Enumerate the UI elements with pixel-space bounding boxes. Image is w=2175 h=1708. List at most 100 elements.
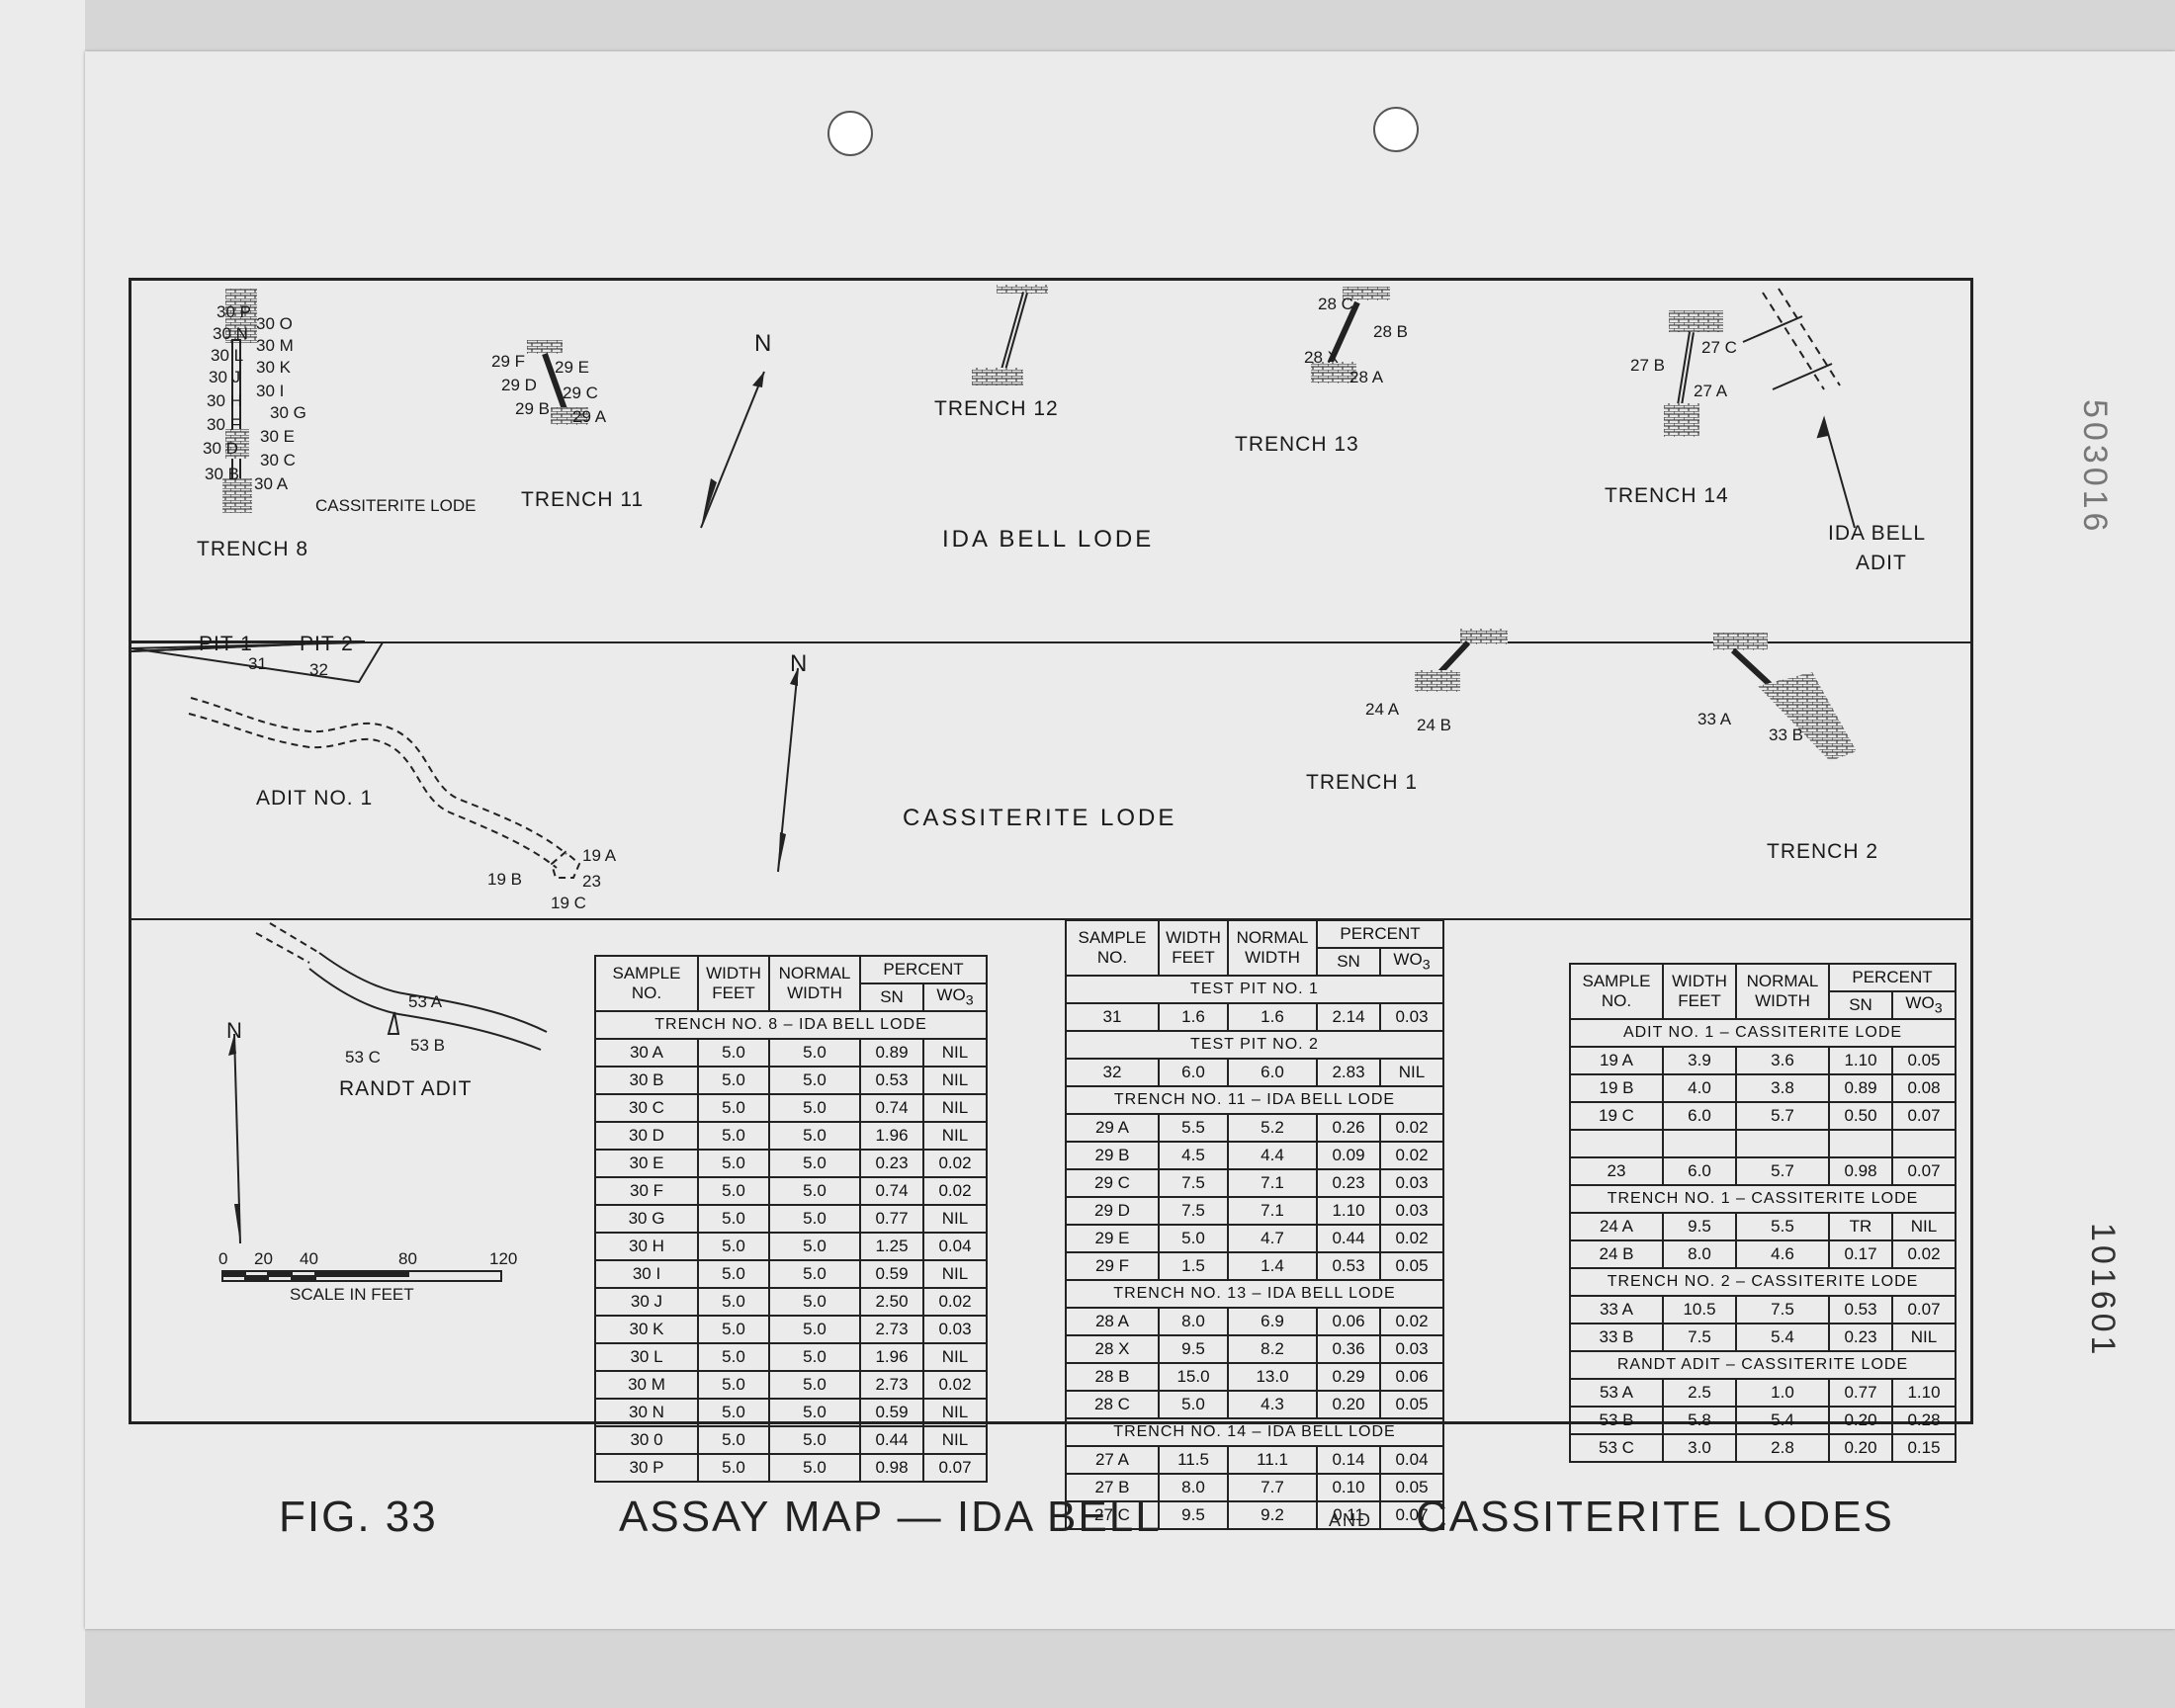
table-cell: NIL [922,1093,988,1123]
table-cell: 33 B [1569,1323,1664,1352]
table-cell: 5.0 [768,1259,861,1289]
table-section-row: RANDT ADIT – CASSITERITE LODE [1569,1350,1957,1380]
table-section-title: TRENCH NO. 8 – IDA BELL LODE [594,1010,988,1040]
ida-bell-adit-drawing [1742,288,1856,529]
col-header-sn: SN [859,982,924,1012]
table-cell: 0.28 [1891,1406,1957,1435]
table-cell: 30 C [594,1093,699,1123]
trench-12-label: TRENCH 12 [934,397,1059,420]
panel-divider [131,641,1970,643]
margin-file-number: 101601 [2084,1223,2122,1359]
punch-hole [827,111,873,156]
table-cell: 4.6 [1735,1239,1830,1269]
table-cell: 6.0 [1662,1101,1737,1131]
table-cell: 0.17 [1828,1239,1893,1269]
trench-8-drawing [222,289,257,513]
table-cell: 15.0 [1158,1362,1229,1392]
scan-margin-strip [0,0,85,1708]
trench-11-label: TRENCH 11 [521,488,645,511]
adit-no-1-label: ADIT NO. 1 [256,787,374,810]
table-cell: 5.0 [697,1038,770,1068]
table-section-title: ADIT NO. 1 – CASSITERITE LODE [1569,1018,1957,1048]
table-cell: 30 L [594,1342,699,1372]
table-cell: 7.5 [1735,1295,1830,1324]
table-row [1569,1129,1957,1158]
table-cell: 0.74 [859,1176,924,1206]
col-header-sn: SN [1316,947,1381,977]
sample-label: 30 D [203,439,238,458]
sample-label: 28 A [1349,368,1384,386]
table-cell: 5.2 [1227,1113,1318,1143]
table-cell: 1.6 [1227,1002,1318,1032]
cassiterite-lode-title: CASSITERITE LODE [903,805,1177,831]
sample-label: 30 N [213,324,248,343]
table-cell: 30 H [594,1232,699,1261]
table-cell: 5.0 [768,1232,861,1261]
table-cell: 5.0 [768,1453,861,1483]
table-section-row: TRENCH NO. 1 – CASSITERITE LODE [1569,1184,1957,1214]
table-cell: 5.0 [697,1342,770,1372]
table-cell: NIL [1891,1212,1957,1241]
pit-1-label: PIT 1 [199,633,253,655]
table-cell: 0.20 [1828,1433,1893,1463]
col-header-wo3: WO3 [922,982,988,1012]
trench-13-drawing [1311,287,1390,384]
north-arrow-top [700,371,765,529]
table-cell: 0.23 [1828,1323,1893,1352]
table-cell: TR [1828,1212,1893,1241]
table-cell: 5.0 [697,1315,770,1344]
sample-label: 29 B [515,399,550,418]
table-cell: 0.29 [1316,1362,1381,1392]
table-cell: 5.8 [1662,1406,1737,1435]
table-cell: 28 X [1065,1334,1160,1364]
table-cell: 0.07 [1891,1101,1957,1131]
table-cell: 8.0 [1662,1239,1737,1269]
sample-label: 30 B [205,465,239,483]
figure-title-right: CASSITERITE LODES [1416,1493,1894,1541]
sample-label: 33 B [1769,726,1803,744]
sample-label: 19 B [487,870,522,889]
table-section-title: TEST PIT NO. 1 [1065,975,1444,1004]
table-section-row: TRENCH NO. 11 – IDA BELL LODE [1065,1085,1444,1115]
table-cell: 1.96 [859,1342,924,1372]
col-header-wo3: WO3 [1891,990,1957,1020]
table-cell: 31 [1065,1002,1160,1032]
table-cell: 0.04 [922,1232,988,1261]
table-cell: 32 [1065,1058,1160,1087]
table-cell: 8.0 [1158,1307,1229,1336]
table-cell: 0.20 [1828,1406,1893,1435]
table-cell: 30 B [594,1066,699,1095]
table-cell: 5.0 [768,1342,861,1372]
north-label-bottom: N [226,1018,243,1043]
table-cell: 5.0 [768,1398,861,1427]
table-cell: 0.23 [859,1149,924,1178]
table-cell: NIL [922,1038,988,1068]
table-cell: 0.02 [922,1149,988,1178]
trench-12-drawing [972,285,1048,385]
sample-label: 30 F [207,415,241,434]
table-cell: 0.15 [1891,1433,1957,1463]
table-cell: 7.5 [1662,1323,1737,1352]
sample-label: 29 D [501,376,537,394]
table-cell: 5.0 [697,1149,770,1178]
